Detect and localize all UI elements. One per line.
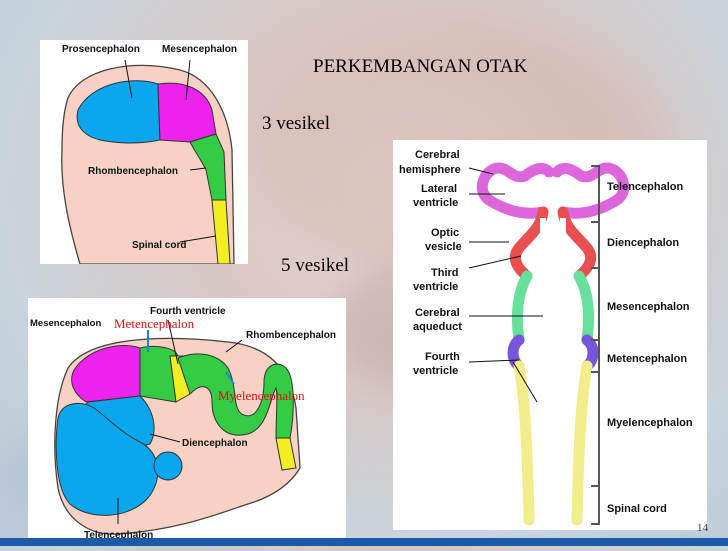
label-mesencephalon: Mesencephalon xyxy=(30,318,101,329)
blue-marker xyxy=(225,371,235,385)
lumen-outline xyxy=(540,218,566,520)
figure-3-vesicles-svg: Prosencephalon Mesencephalon Rhombenceph… xyxy=(61,44,237,265)
label-rhombencephalon: Rhombencephalon xyxy=(246,330,336,341)
leader-line xyxy=(124,59,133,99)
label-prosencephalon: Prosencephalon xyxy=(62,44,140,55)
leader-line xyxy=(149,433,181,443)
slide-title: PERKEMBANGAN OTAK xyxy=(313,56,528,77)
label-lateral-ventricle-line2: ventricle xyxy=(413,197,458,209)
leader-line xyxy=(468,255,522,269)
label-telencephalon: Telencephalon xyxy=(607,181,683,193)
figure-5-vesicles-embryo-svg: Fourth ventricle Mesencephalon Metenceph… xyxy=(30,306,336,541)
division-brackets xyxy=(591,165,600,525)
label-spinal-cord: Spinal cord xyxy=(607,503,667,515)
figure-5-vesicles-embryo: Fourth ventricle Mesencephalon Metenceph… xyxy=(28,298,346,546)
myelencephalon-region xyxy=(177,353,294,439)
prosencephalon-region xyxy=(76,80,161,144)
diencephalon-wall xyxy=(509,206,597,282)
leader-line xyxy=(179,235,217,243)
telencephalon-wall xyxy=(476,162,630,219)
label-telencephalon: Telencephalon xyxy=(84,530,153,541)
label-cerebral-hemisphere-line1: Cerebral xyxy=(415,149,460,161)
label-metencephalon: Metencephalon xyxy=(607,353,687,365)
label-rhombencephalon: Rhombencephalon xyxy=(88,166,178,177)
label-optic-vesicle-line1: Optic xyxy=(431,227,459,239)
mesencephalon-wall xyxy=(511,270,595,346)
label-metencephalon: Metencephalon xyxy=(114,316,195,331)
rhombencephalon-region xyxy=(189,133,227,201)
mesencephalon-region xyxy=(71,345,141,403)
label-cerebral-aqueduct-line2: aqueduct xyxy=(413,321,462,333)
leader-line xyxy=(189,167,207,171)
metencephalon-wall xyxy=(507,334,599,372)
label-cerebral-hemisphere-line2: hemisphere xyxy=(399,164,461,176)
leader-line xyxy=(468,167,494,175)
figure-brain-divisions: Cerebral hemisphere Lateral ventricle Op… xyxy=(393,140,707,530)
leader-line xyxy=(512,361,538,403)
leader-line xyxy=(185,59,191,101)
label-lateral-ventricle-line1: Lateral xyxy=(421,183,457,195)
label-fourth-ventricle: Fourth ventricle xyxy=(150,306,226,317)
label-optic-vesicle-line2: vesicle xyxy=(425,241,462,253)
label-5-vesikel: 5 vesikel xyxy=(281,255,350,276)
page-number: 14 xyxy=(697,522,708,534)
spinal-cord-region xyxy=(275,437,297,471)
label-third-ventricle-line1: Third xyxy=(431,267,459,279)
label-myelencephalon: Myelencephalon xyxy=(607,417,693,429)
leader-line xyxy=(468,359,520,363)
leader-line xyxy=(225,339,243,353)
label-mesencephalon: Mesencephalon xyxy=(607,301,690,313)
label-diencephalon: Diencephalon xyxy=(182,438,248,449)
label-fourth-ventricle-line1: Fourth xyxy=(425,351,460,363)
optic-vesicle xyxy=(153,451,183,481)
leader-line xyxy=(167,319,179,365)
label-myelencephalon: Myelencephalon xyxy=(218,388,305,403)
label-spinal-cord: Spinal cord xyxy=(132,240,186,251)
label-third-ventricle-line2: ventricle xyxy=(413,281,458,293)
telencephalon-region xyxy=(55,402,159,516)
label-fourth-ventricle-line2: ventricle xyxy=(413,365,458,377)
bottom-accent-bar xyxy=(0,538,728,546)
myelencephalon-wall xyxy=(513,360,593,526)
label-3-vesikel: 3 vesikel xyxy=(262,113,331,134)
figure-brain-divisions-svg: Cerebral hemisphere Lateral ventricle Op… xyxy=(399,149,693,526)
label-diencephalon: Diencephalon xyxy=(607,237,679,249)
label-mesencephalon: Mesencephalon xyxy=(162,44,237,55)
figure-3-vesicles: Prosencephalon Mesencephalon Rhombenceph… xyxy=(40,40,248,265)
label-cerebral-aqueduct-line1: Cerebral xyxy=(415,307,460,319)
